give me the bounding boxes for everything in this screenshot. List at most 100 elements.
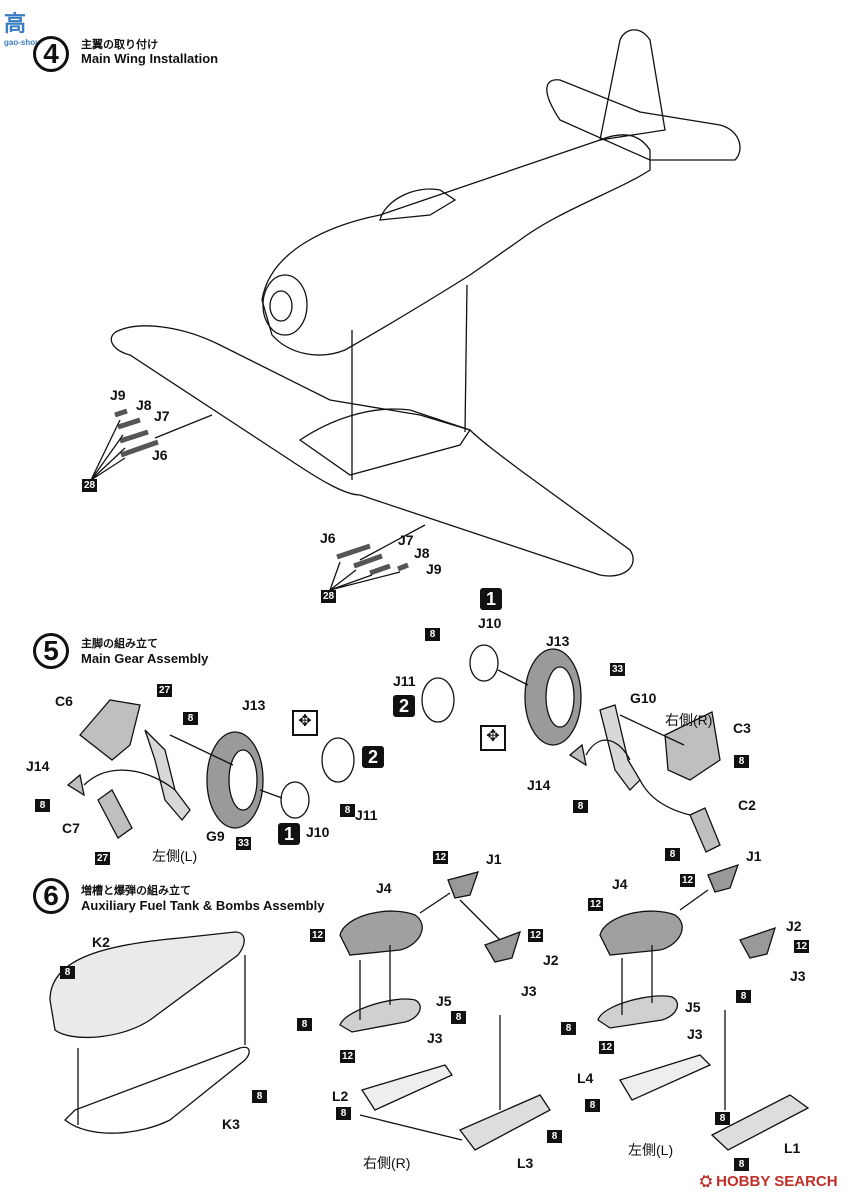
badge-8-l1: 8 [734, 1158, 749, 1171]
part-j4-r: J4 [376, 880, 392, 896]
part-j9-left: J9 [110, 387, 126, 403]
option-2-left: 2 [362, 746, 384, 768]
arm-j14-right [568, 743, 587, 767]
badge-8-c2: 8 [665, 848, 680, 861]
hub-j11-left [321, 737, 355, 783]
badge-8-j14-left: 8 [35, 799, 50, 812]
part-j14-right: J14 [527, 777, 551, 793]
canopy [379, 188, 457, 221]
fuel-tank-k2 [49, 931, 245, 1038]
badge-12-j5-r: 12 [340, 1050, 355, 1063]
part-j7-right: J7 [398, 532, 414, 548]
fuel-tank-k3 [64, 1046, 250, 1134]
part-j10-left: J10 [306, 824, 330, 840]
part-j1-r: J1 [486, 851, 502, 867]
part-j3-r-top: J3 [521, 983, 537, 999]
badge-28-left: 28 [82, 479, 97, 492]
badge-12-j5-l: 12 [599, 1041, 614, 1054]
bomb-j4-r [339, 910, 423, 956]
fin-j1-r [447, 871, 480, 899]
step-5-number: 5 [33, 633, 69, 669]
badge-12-j2-r: 12 [528, 929, 543, 942]
oleo-strut-right [599, 704, 641, 791]
badge-8-c3: 8 [734, 755, 749, 768]
badge-8-l2: 8 [336, 1107, 351, 1120]
part-j4-l: J4 [612, 876, 628, 892]
badge-8-l1-top: 8 [715, 1112, 730, 1125]
hobby-search-text: HOBBY SEARCH [716, 1173, 838, 1190]
orientation-icon-left: ✥ [292, 710, 318, 736]
part-c3: C3 [733, 720, 751, 736]
part-l2: L2 [332, 1088, 349, 1104]
part-j8-right: J8 [414, 545, 430, 561]
watermark-main: 高 [4, 11, 27, 36]
hub-j10-right [469, 644, 499, 682]
side-right-gear: 右側(R) [665, 712, 713, 728]
orientation-icon-right: ✥ [480, 725, 506, 751]
bomb-j5-r [339, 998, 421, 1033]
spinner [269, 290, 293, 322]
badge-12-j4-r: 12 [310, 929, 325, 942]
badge-28-right: 28 [321, 590, 336, 603]
badge-8-j14-right: 8 [573, 800, 588, 813]
main-wing [110, 325, 634, 577]
part-j14-left: J14 [26, 758, 50, 774]
badge-33-left: 33 [236, 837, 251, 850]
badge-8-l3: 8 [547, 1130, 562, 1143]
step-4-title-en: Main Wing Installation [81, 51, 219, 66]
badge-8-j3-r: 8 [451, 1011, 466, 1024]
option-1-left: 1 [278, 823, 300, 845]
part-c7: C7 [62, 820, 80, 836]
part-l4: L4 [577, 1070, 594, 1086]
side-left-gear: 左側(L) [152, 848, 198, 864]
badge-27-c6: 27 [157, 684, 172, 697]
badge-8-j10-right: 8 [425, 628, 440, 641]
part-c6: C6 [55, 693, 73, 709]
option-2-right: 2 [393, 695, 415, 717]
fuselage [261, 134, 651, 356]
part-j11-right: J11 [393, 673, 416, 689]
part-j6-left: J6 [152, 447, 168, 463]
badge-12-j1-l: 12 [680, 874, 695, 887]
part-j3-r-mid: J3 [427, 1030, 443, 1046]
oleo-strut-left [144, 729, 191, 822]
badge-33-right: 33 [610, 663, 625, 676]
part-l3: L3 [517, 1155, 534, 1171]
part-j11-left: J11 [355, 807, 378, 823]
badge-8-k2: 8 [60, 966, 75, 979]
step-6-number: 6 [33, 878, 69, 914]
bomb-j5-l [597, 995, 679, 1029]
fin-j1-l [707, 863, 740, 893]
rack-l1 [710, 1094, 810, 1151]
hub-j10-left [280, 781, 310, 819]
engine-cowl [262, 274, 308, 336]
badge-8-j5-r: 8 [297, 1018, 312, 1031]
gear-door-c7 [97, 789, 133, 839]
step-4-title-jp: 主翼の取り付け [81, 39, 158, 51]
part-j2-r: J2 [543, 952, 559, 968]
watermark-domain: gao-shou [4, 38, 40, 47]
part-l1: L1 [784, 1140, 801, 1156]
horizontal-stabilizer [546, 79, 741, 161]
rack-l2 [360, 1064, 453, 1111]
part-j3-l-mid: J3 [687, 1026, 703, 1042]
part-j2-l: J2 [786, 918, 802, 934]
part-j10-right: J10 [478, 615, 502, 631]
hobby-search-logo: ⛭ HOBBY SEARCH [700, 1173, 838, 1190]
gear-door-c2 [689, 807, 721, 853]
pin-arrow-left [154, 414, 213, 439]
gear-door-c3 [664, 711, 721, 781]
badge-27-c7: 27 [95, 852, 110, 865]
part-j3-l-top: J3 [790, 968, 806, 984]
badge-8-j11-left: 8 [340, 804, 355, 817]
part-j9-right: J9 [426, 561, 442, 577]
badge-8-strut-left: 8 [183, 712, 198, 725]
badge-8-k3: 8 [252, 1090, 267, 1103]
step-6-title-en: Auxiliary Fuel Tank & Bombs Assembly [81, 898, 325, 913]
part-g9: G9 [206, 828, 225, 844]
bomb-j4-l [599, 910, 683, 956]
part-j13-left: J13 [242, 697, 266, 713]
part-k3: K3 [222, 1116, 240, 1132]
part-j8-left: J8 [136, 397, 152, 413]
